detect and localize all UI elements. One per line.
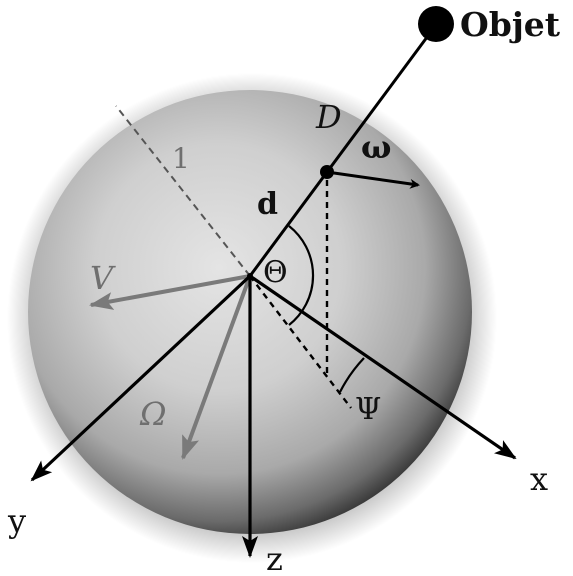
V-label: V <box>90 259 116 297</box>
omega-vector <box>326 170 420 189</box>
x-axis <box>249 274 517 460</box>
theta-angle-arc <box>288 225 315 326</box>
omega-label: ω <box>361 128 391 166</box>
object-direction-line <box>248 24 438 277</box>
Omega-vector <box>181 275 252 460</box>
z-axis-label: z <box>266 540 283 576</box>
object-label: Objet <box>460 5 561 44</box>
object-dot <box>418 6 454 42</box>
y-axis-label: y <box>7 502 26 540</box>
y-axis <box>30 274 252 482</box>
D-label: D <box>315 98 342 136</box>
psi-angle-arc <box>339 357 365 393</box>
horizontal-projection-dashed-line <box>249 275 352 409</box>
d-label: d <box>257 187 278 222</box>
origin-point <box>247 273 253 279</box>
x-axis-label: x <box>530 460 548 498</box>
psi-label: Ψ <box>355 392 381 427</box>
radius-label: 1 <box>172 142 190 175</box>
V-vector <box>89 274 251 310</box>
theta-label: Θ <box>263 255 288 290</box>
Omega-label: Ω <box>139 395 167 433</box>
unit-radius-dashed-line <box>115 105 251 277</box>
